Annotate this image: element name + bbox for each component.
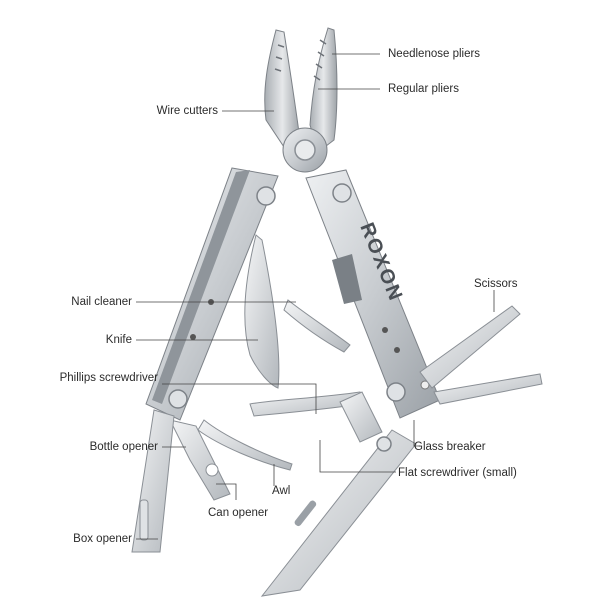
label-knife: Knife	[105, 334, 132, 346]
lower-blade	[260, 429, 417, 597]
box-opener	[131, 409, 175, 553]
label-wire-cutters: Wire cutters	[156, 105, 218, 117]
leader-lines	[136, 53, 495, 540]
right-handle	[305, 169, 441, 419]
label-nail-cleaner: Nail cleaner	[71, 296, 132, 308]
label-bottle-opener: Bottle opener	[89, 441, 158, 453]
label-phillips-screwdriver: Phillips screwdriver	[59, 372, 158, 384]
label-scissors: Scissors	[474, 278, 518, 290]
scissors	[419, 305, 543, 405]
awl	[197, 419, 293, 471]
knife-blade	[244, 234, 280, 389]
label-regular-pliers: Regular pliers	[388, 83, 459, 95]
bottle-can-opener	[169, 419, 231, 501]
pliers-jaws	[264, 27, 338, 173]
label-can-opener: Can opener	[208, 507, 269, 519]
flat-screwdriver	[339, 391, 383, 443]
nail-cleaner-blade	[283, 299, 351, 353]
label-box-opener: Box opener	[73, 533, 132, 545]
label-glass-breaker: Glass breaker	[414, 441, 486, 453]
left-handle	[145, 167, 279, 421]
label-awl: Awl	[272, 485, 291, 497]
label-needlenose-pliers: Needlenose pliers	[388, 48, 481, 60]
label-flat-screwdriver-small: Flat screwdriver (small)	[398, 467, 517, 479]
